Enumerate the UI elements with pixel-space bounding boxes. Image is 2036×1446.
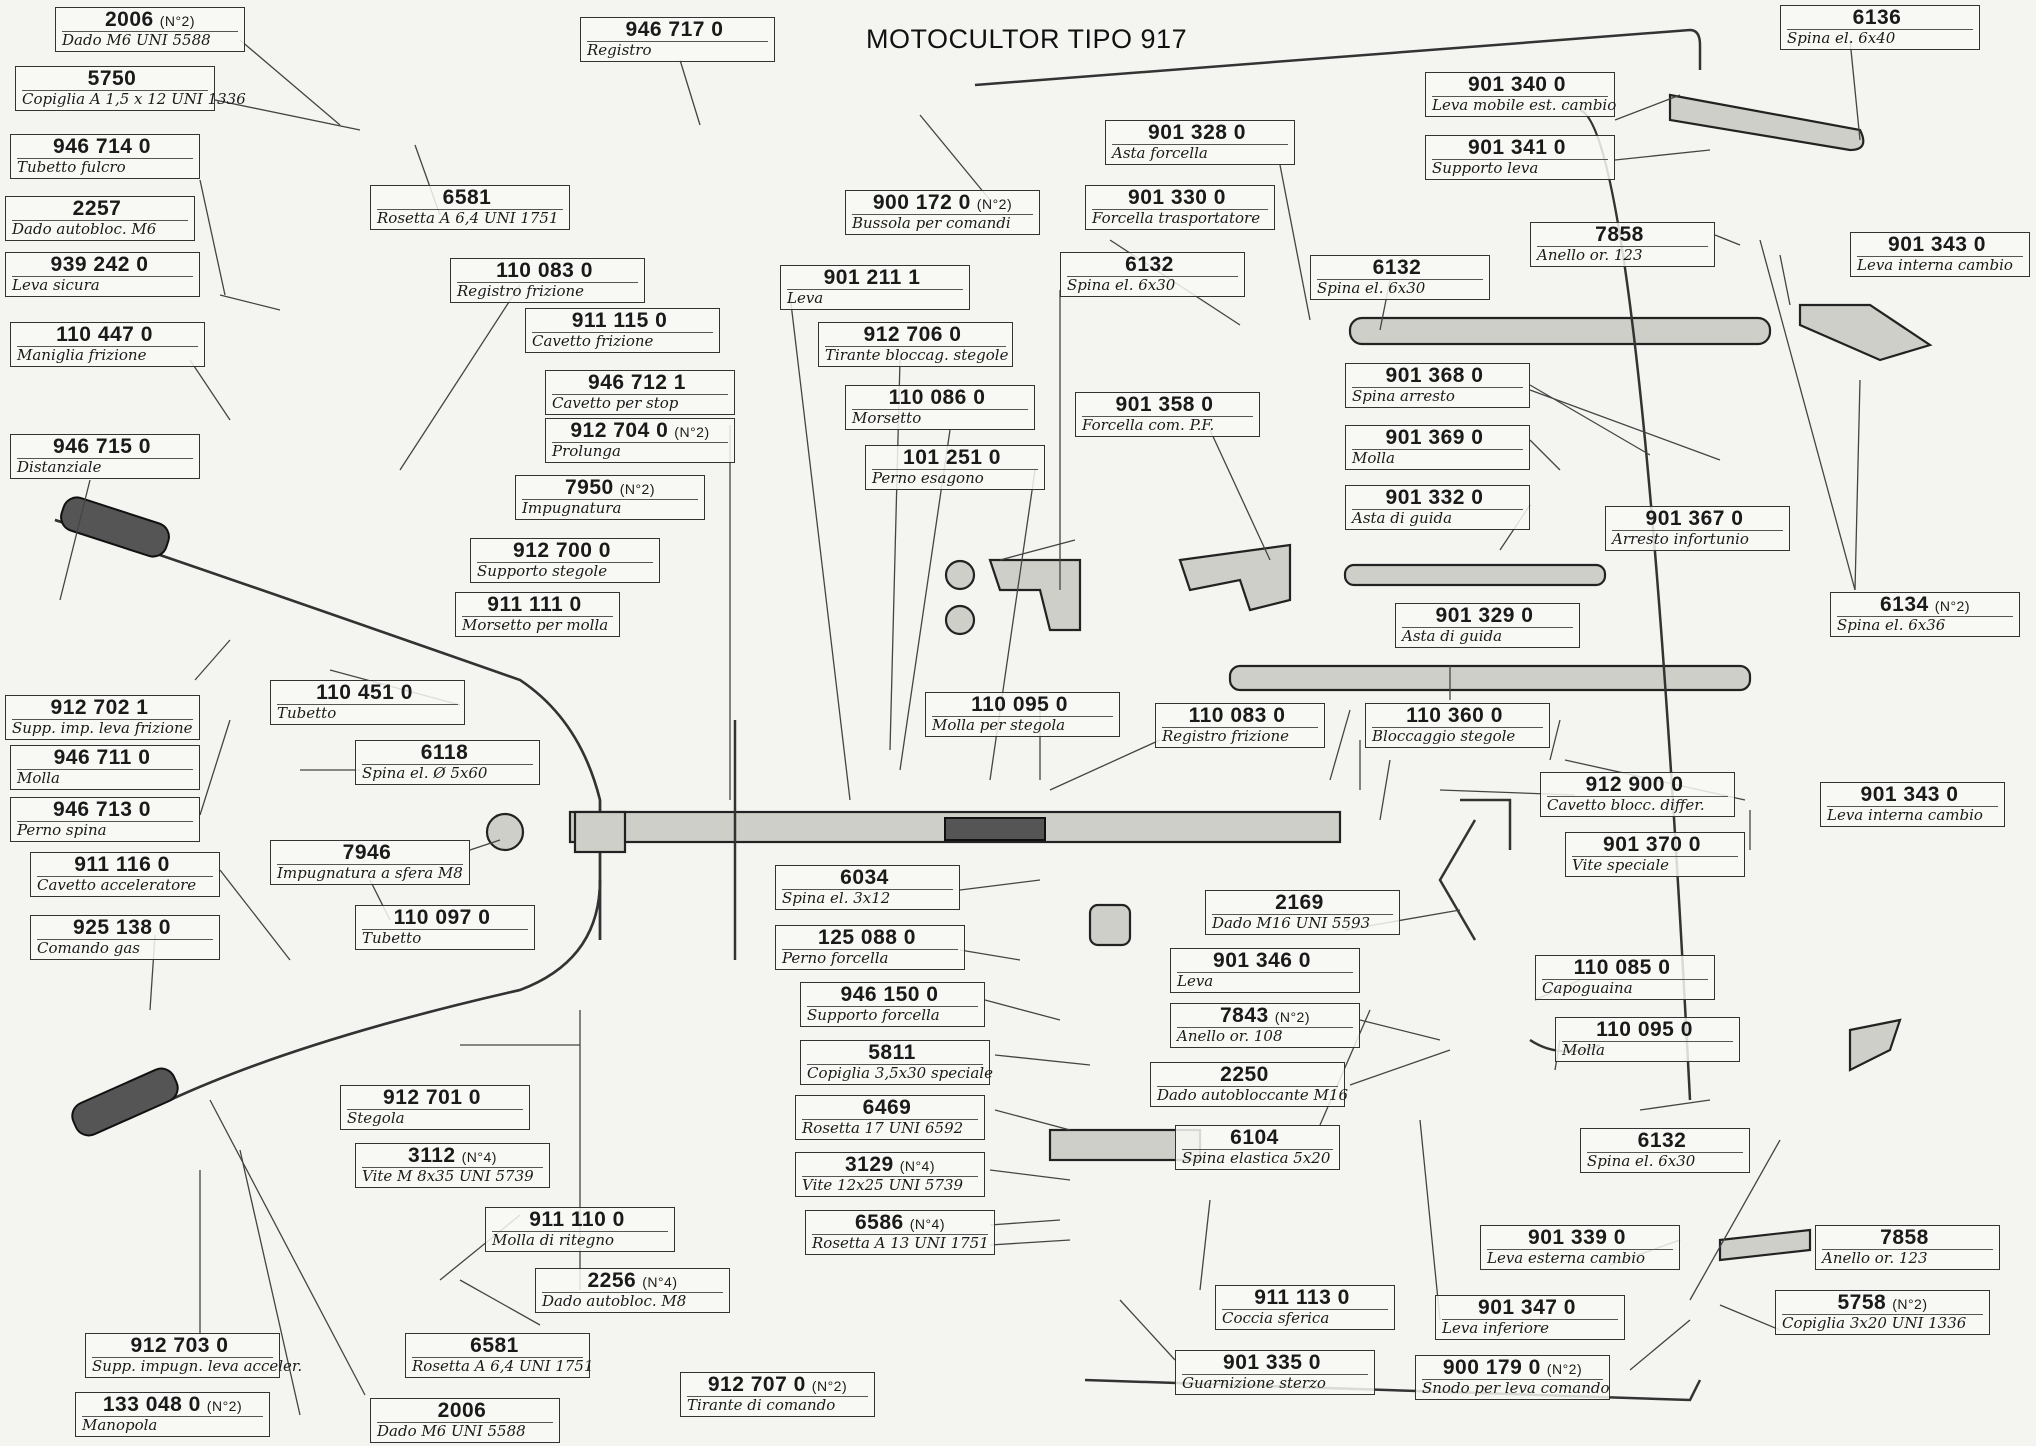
part-label: 2256(N°4)Dado autobloc. M8 [535, 1268, 730, 1313]
part-label: 2006(N°2)Dado M6 UNI 5588 [55, 7, 245, 52]
gear-rod-assembly [974, 28, 1933, 692]
part-label: 3129(N°4)Vite 12x25 UNI 5739 [795, 1152, 985, 1197]
part-label: 7950(N°2)Impugnatura [515, 475, 705, 520]
part-label: 133 048 0(N°2)Manopola [75, 1392, 270, 1437]
fork-parts [944, 108, 1902, 1402]
part-label: 3112(N°4)Vite M 8x35 UNI 5739 [355, 1143, 550, 1188]
part-label: 6134(N°2)Spina el. 6x36 [1830, 592, 2020, 637]
part-label: 912 707 0(N°2)Tirante di comando [680, 1372, 875, 1417]
part-label: 6586(N°4)Rosetta A 13 UNI 1751 [805, 1210, 995, 1255]
part-label: 900 179 0(N°2)Snodo per leva comando [1415, 1355, 1610, 1400]
part-label: 5758(N°2)Copiglia 3x20 UNI 1336 [1775, 1290, 1990, 1335]
handlebar-assembly [54, 496, 1342, 1137]
diagram-title: MOTOCULTOR TIPO 917 [866, 24, 1188, 54]
part-label: 912 704 0(N°2)Prolunga [545, 418, 735, 463]
part-label: 7843(N°2)Anello or. 108 [1170, 1003, 1360, 1048]
part-label: 900 172 0(N°2)Bussola per comandi [845, 190, 1040, 235]
